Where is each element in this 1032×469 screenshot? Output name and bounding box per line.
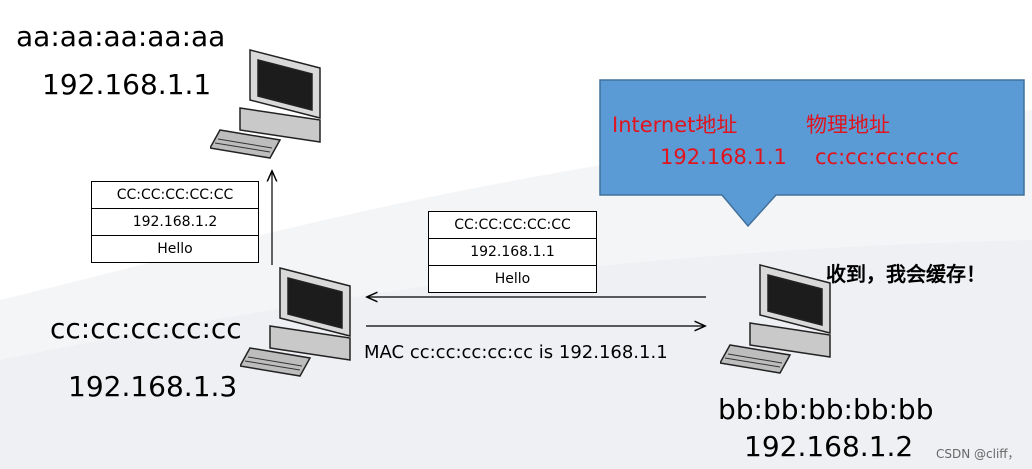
arrow-label: MAC cc:cc:cc:cc:cc is 192.168.1.1 — [364, 342, 668, 363]
packet-left: CC:CC:CC:CC:CC 192.168.1.1 Hello — [428, 211, 597, 293]
callout-header-physical: 物理地址 — [806, 113, 890, 137]
top-node-mac: aa:aa:aa:aa:aa — [16, 20, 226, 53]
computer-icon-top — [210, 49, 321, 159]
packet-left-payload: Hello — [494, 271, 531, 287]
right-node-mac: bb:bb:bb:bb:bb — [718, 393, 934, 426]
callout-header-internet: Internet地址 — [612, 113, 738, 137]
left-node-ip: 192.168.1.3 — [68, 370, 238, 403]
computer-icon-left — [240, 267, 351, 377]
packet-up: CC:CC:CC:CC:CC 192.168.1.2 Hello — [91, 181, 259, 263]
callout-ip: 192.168.1.1 — [660, 145, 787, 169]
computer-icon-right — [720, 264, 831, 374]
packet-left-mac: CC:CC:CC:CC:CC — [429, 212, 596, 239]
left-node-mac: cc:cc:cc:cc:cc — [50, 312, 242, 345]
top-node-ip: 192.168.1.1 — [42, 68, 212, 101]
packet-up-payload: Hello — [157, 241, 193, 257]
callout-mac: cc:cc:cc:cc:cc — [815, 145, 959, 169]
packet-left-ip: 192.168.1.1 — [429, 239, 596, 266]
right-node-speech: 收到，我会缓存！ — [826, 262, 986, 286]
packet-up-ip: 192.168.1.2 — [92, 209, 258, 236]
right-node-ip: 192.168.1.2 — [744, 430, 914, 463]
watermark: CSDN @cliff， — [936, 447, 1020, 461]
packet-up-mac: CC:CC:CC:CC:CC — [92, 182, 258, 209]
